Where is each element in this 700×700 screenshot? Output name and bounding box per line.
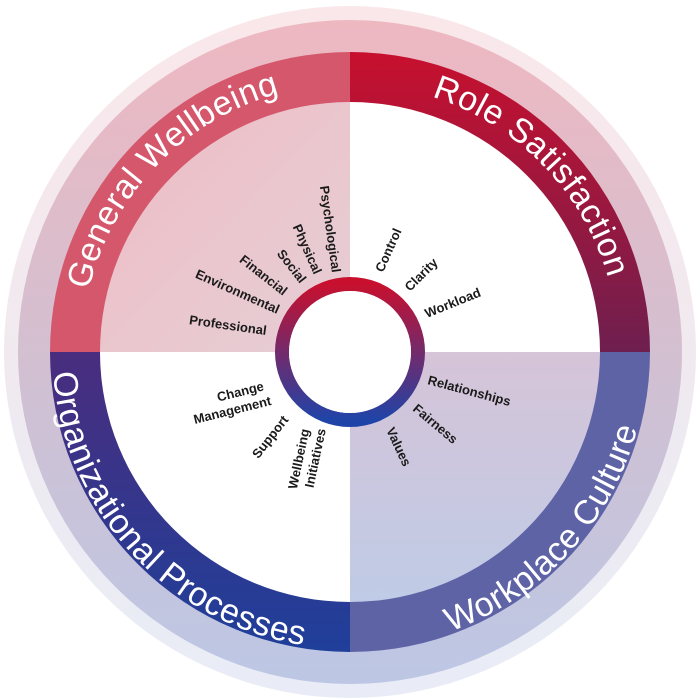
center-ring: [275, 277, 425, 427]
center-circle: [289, 291, 411, 413]
